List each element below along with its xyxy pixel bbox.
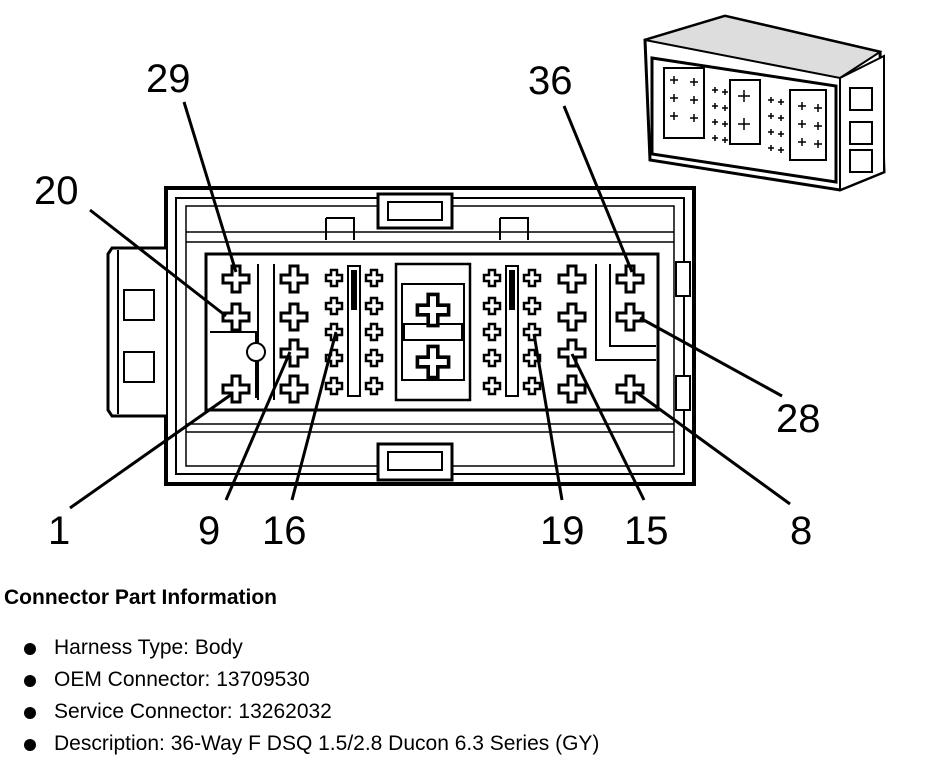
service-connector: Service Connector: 13262032 [54,700,332,723]
harness-type: Harness Type: Body [54,636,243,659]
bullet-icon [24,739,36,751]
callout-15: 15 [624,509,669,553]
connector-perspective-thumbnail [643,14,886,192]
callout-16: 16 [262,509,307,553]
list-item: OEM Connector: 13709530 [4,664,904,696]
bullet-icon [24,675,36,687]
description: Description: 36-Way F DSQ 1.5/2.8 Ducon … [54,732,600,755]
leader-lines [69,101,791,510]
callout-20: 20 [34,169,79,213]
callout-29: 29 [146,57,191,101]
oem-connector: OEM Connector: 13709530 [54,668,310,691]
callout-36: 36 [528,59,573,103]
callout-19: 19 [540,509,585,553]
callout-labels: 29 36 20 28 1 9 16 19 15 8 [34,57,821,553]
callout-9: 9 [198,509,220,553]
bullet-icon [24,643,36,655]
connector-diagram: 29 36 20 28 1 9 16 19 15 8 [34,14,886,553]
callout-1: 1 [48,509,70,553]
list-item: Service Connector: 13262032 [4,696,904,728]
bullet-icon [24,707,36,719]
list-item: Description: 36-Way F DSQ 1.5/2.8 Ducon … [4,728,904,760]
callout-28: 28 [776,397,821,441]
connector-face [106,186,696,486]
section-title: Connector Part Information [4,586,278,609]
connector-part-information: Connector Part Information Harness Type:… [4,586,904,760]
callout-8: 8 [790,509,812,553]
list-item: Harness Type: Body [4,632,904,664]
info-list: Harness Type: Body OEM Connector: 137095… [4,632,904,760]
